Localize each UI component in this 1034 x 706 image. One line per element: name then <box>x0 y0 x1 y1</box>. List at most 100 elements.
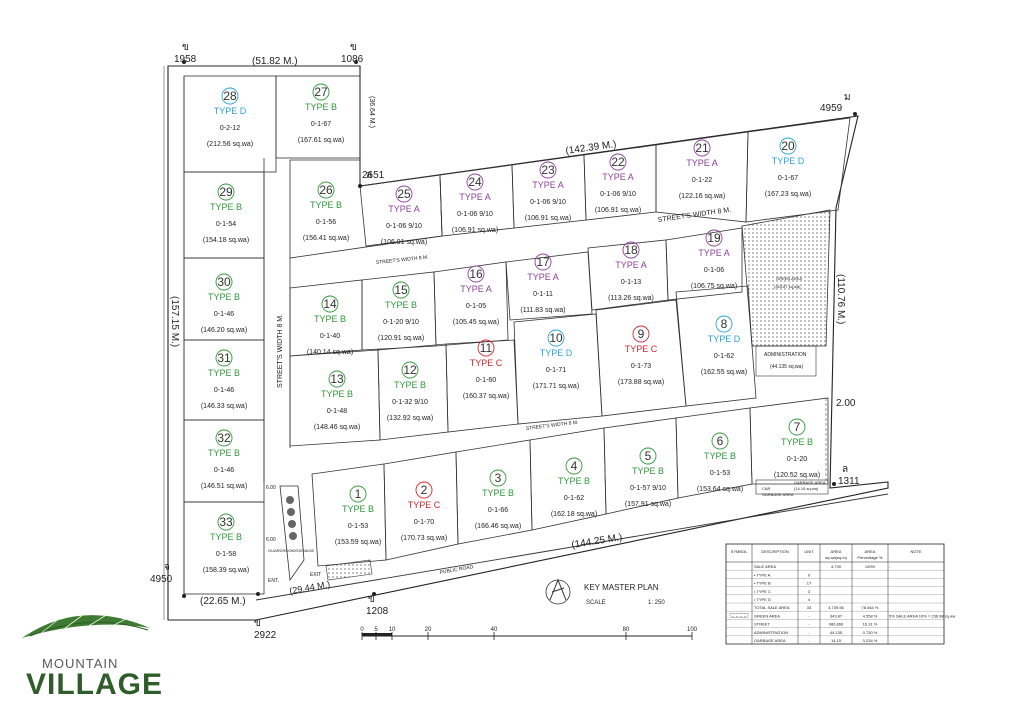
plot-number: 15 <box>394 283 408 297</box>
scale-tick-label: 20 <box>425 627 432 633</box>
plot-number-circle <box>312 83 330 101</box>
entrance-label: ENT. <box>268 578 279 584</box>
plot-number-circle <box>321 295 339 313</box>
key-plan-title: KEY MASTER PLAN <box>584 583 659 592</box>
plot-sqwa-area: (162.18 sq.wa) <box>551 511 597 518</box>
plot-sqwa-area: (146.20 sq.wa) <box>201 327 247 334</box>
plot-number: 5 <box>645 449 652 463</box>
plot-rai-area: 0-1-67 <box>311 121 331 128</box>
table-cell: • TYPE C <box>754 589 771 594</box>
plot-rai-area: 0-1-40 <box>320 333 340 340</box>
plot-sqwa-area: (113.26 sq.wa) <box>608 295 654 302</box>
table-cell: 78.464 % <box>862 605 879 610</box>
table-header-cell: AREA <box>865 549 876 554</box>
plot-rai-area: 0-1-06 9/10 <box>386 223 422 230</box>
table-cell: - <box>808 638 810 643</box>
street-label-south: STREET'S WIDTH 8 M. <box>526 420 579 432</box>
table-subheader-cell: Percentage % <box>857 555 883 560</box>
plot-number-circle <box>622 241 640 259</box>
plot-sqwa-area: (153.64 sq.wa) <box>697 486 743 493</box>
dim-right: (110.76 M.) <box>835 274 846 324</box>
plot-number-circle <box>217 183 235 201</box>
plot-type: TYPE B <box>632 466 664 476</box>
plot-rai-area: 0-1-06 9/10 <box>600 191 636 198</box>
plot-type: TYPE A <box>602 172 634 182</box>
guardroom-label: GUARDROOM/SIGNAGE <box>268 548 315 553</box>
plot-rai-area: 0-1-32 9/10 <box>392 399 428 406</box>
plot-rai-area: 0-1-53 <box>348 523 368 530</box>
plot-number: 7 <box>794 420 801 434</box>
plot-sqwa-area: (167.61 sq.wa) <box>298 137 344 144</box>
plot-number: 18 <box>624 243 638 257</box>
marker-thai-5: ล <box>842 464 848 475</box>
plot-number-circle <box>328 370 346 388</box>
plot-number: 24 <box>468 175 482 189</box>
dim-entry-2: 6.00 <box>266 537 276 543</box>
table-cell: 4 <box>808 597 811 602</box>
green-area-value: (343.87 sq.wa) <box>774 284 801 289</box>
plot-rai-area: 0-1-56 <box>316 219 336 226</box>
table-cell: GARBAGE AREA <box>754 638 786 643</box>
plot-type: TYPE B <box>394 380 426 390</box>
tree-icon <box>286 496 294 504</box>
marker-thai-8: จ <box>164 562 170 573</box>
plot-number-circle <box>467 265 485 283</box>
plot-number-circle <box>221 87 239 105</box>
plot-number: 23 <box>541 163 555 177</box>
plot-sqwa-area: (154.18 sq.wa) <box>203 237 249 244</box>
plot-number-circle <box>639 447 657 465</box>
marker-thai-7: ข <box>254 618 261 629</box>
plot-type: TYPE B <box>305 102 337 112</box>
plot-number: 31 <box>217 351 231 365</box>
plot-type: TYPE A <box>459 192 491 202</box>
boundary-pin <box>372 592 376 596</box>
dim-bottom: (144.25 M.) <box>571 532 623 551</box>
table-symbol-hatch <box>729 613 749 618</box>
plot-rai-area: 0-1-05 <box>466 303 486 310</box>
plot-number: 1 <box>355 487 362 501</box>
tree-icon <box>289 532 297 540</box>
plot-type: TYPE A <box>460 284 492 294</box>
plot-number: 27 <box>314 85 328 99</box>
plot-sqwa-area: (106.91 sq.wa) <box>452 227 498 234</box>
plot-sqwa-area: (122.16 sq.wa) <box>679 193 725 200</box>
plot-type: TYPE B <box>208 448 240 458</box>
table-cell: 9 <box>808 572 811 577</box>
plot-sqwa-area: (157.91 sq.wa) <box>625 501 671 508</box>
table-cell: - <box>889 564 891 569</box>
scale-tick-label: 5 <box>374 627 378 633</box>
table-cell: • TYPE B <box>754 581 771 586</box>
admin-label: ADMINISTRATION <box>764 352 807 358</box>
plot-number-circle <box>415 481 433 499</box>
green-strip-hatch <box>325 559 373 581</box>
plot-type: TYPE B <box>558 476 590 486</box>
key-plan-scale-label: SCALE <box>586 600 606 606</box>
marker-thai-3: ม <box>844 92 851 103</box>
north-row-plots <box>289 117 851 259</box>
table-frame <box>725 543 945 645</box>
plot-type: TYPE B <box>321 389 353 399</box>
boundary-pin <box>354 60 358 64</box>
plot-number-circle <box>779 137 797 155</box>
garbage-value: (14.15 sq.wa) <box>794 486 819 491</box>
plot-rai-area: 0-1-46 <box>214 387 234 394</box>
plot-number-circle <box>217 513 235 531</box>
plot-number-circle <box>215 273 233 291</box>
middle-block-plots <box>289 227 757 447</box>
plot-sqwa-area: (173.88 sq.wa) <box>618 379 664 386</box>
plot-number: 33 <box>219 515 233 529</box>
street-label-north: STREET'S WIDTH 8 M. <box>657 207 731 224</box>
plot-number-circle <box>715 315 733 333</box>
plot-rai-area: 0-1-60 <box>476 377 496 384</box>
marker-4959: 4959 <box>820 103 843 114</box>
plot-type: TYPE B <box>342 504 374 514</box>
marker-2651: 2651 <box>362 170 385 181</box>
brand-line-2: VILLAGE <box>26 668 164 701</box>
